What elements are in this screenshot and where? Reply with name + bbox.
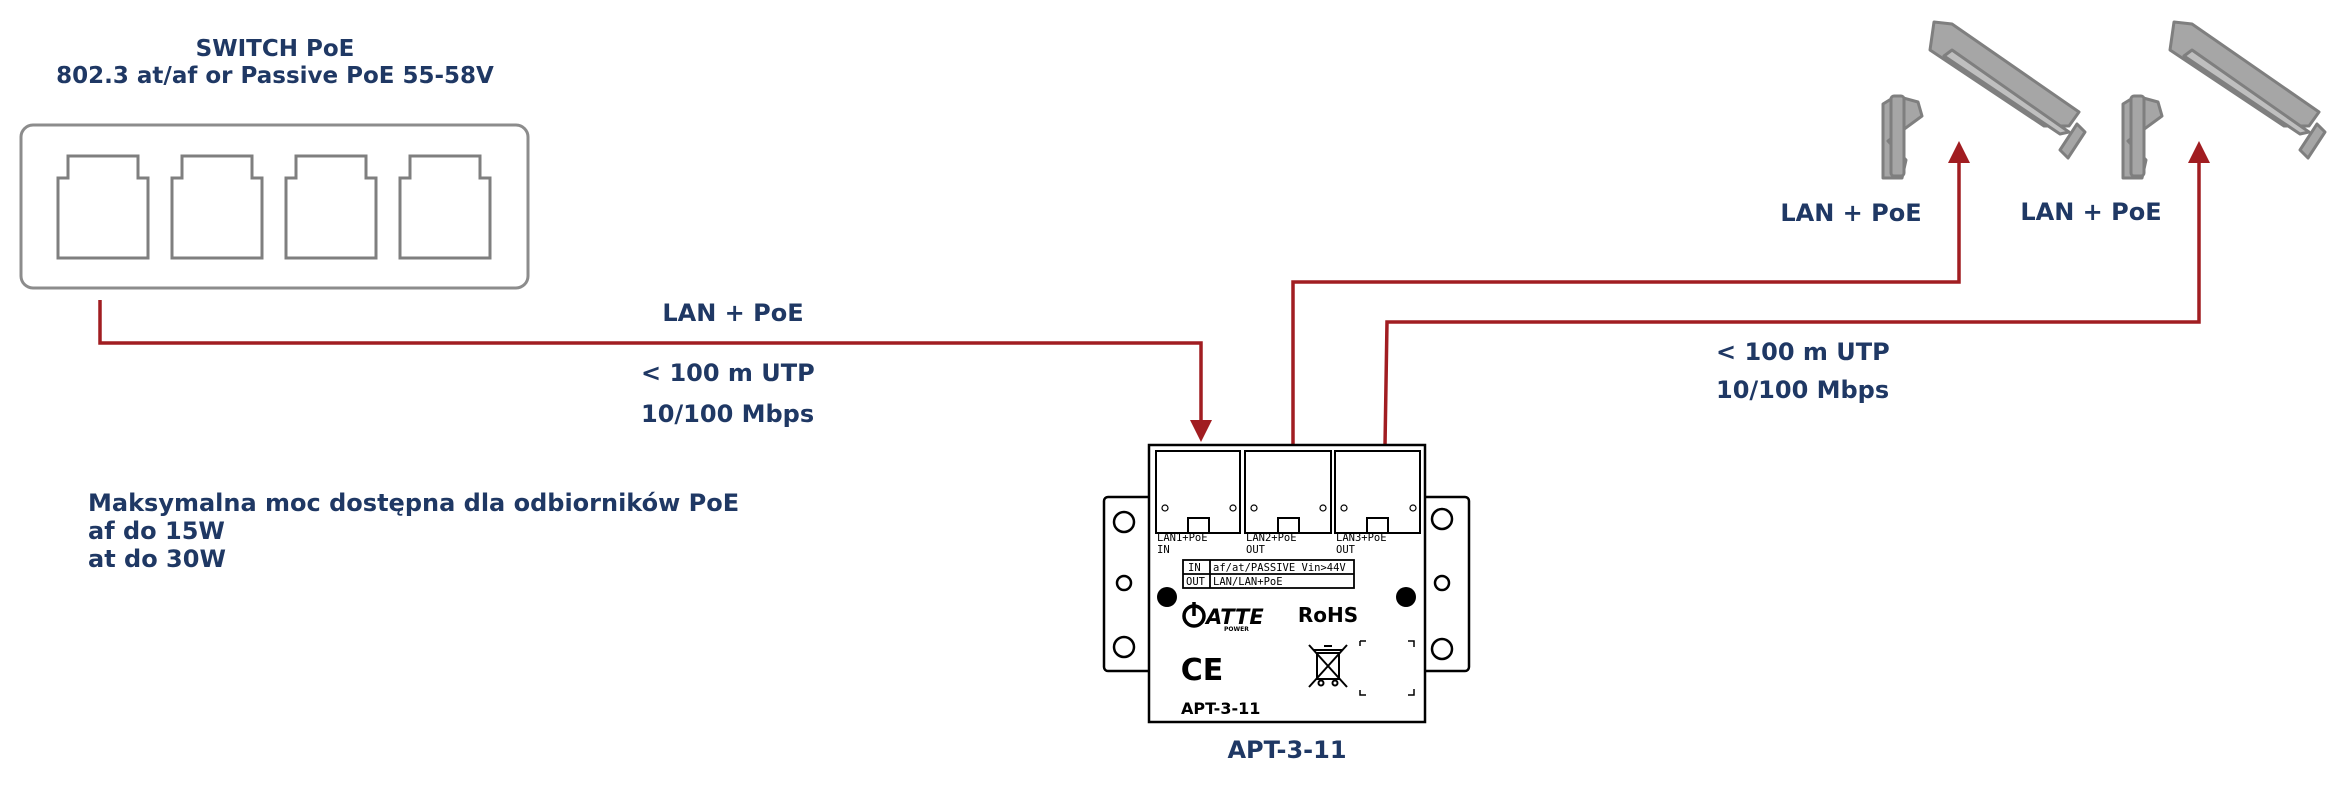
- link-out-distance: < 100 m UTP: [1716, 338, 1890, 366]
- switch-port-icon: [56, 154, 150, 260]
- screw-hole-icon: [1115, 574, 1133, 592]
- camera-1-label: LAN + PoE: [1780, 199, 1921, 227]
- power-note-line1: Maksymalna moc dostępna dla odbiorników …: [88, 489, 739, 517]
- power-note-line2: af do 15W: [88, 517, 225, 545]
- brand-sub: POWER: [1224, 626, 1249, 633]
- cable-injector-to-camera2: [1383, 155, 2201, 447]
- screw-hole-icon: [1112, 635, 1136, 659]
- spec-table: [1182, 559, 1355, 589]
- port-latch-icon: [1366, 517, 1389, 534]
- rohs-mark: RoHS: [1298, 603, 1358, 627]
- cable-injector-to-camera1: [1291, 155, 1961, 446]
- port-latch-icon: [1277, 517, 1300, 534]
- label-area-corners: [1359, 640, 1415, 696]
- weee-bin-icon: [1308, 644, 1348, 688]
- spec-table-value-in: af/at/PASSIVE Vin>44V: [1213, 562, 1346, 574]
- device-name: APT-3-11: [1227, 736, 1346, 764]
- switch-port-icon: [398, 154, 492, 260]
- port-latch-icon: [1187, 517, 1210, 534]
- mounting-dot-icon: [1396, 587, 1416, 607]
- cable-switch-to-injector: [98, 300, 1203, 428]
- screw-hole-icon: [1433, 574, 1451, 592]
- port-3-label: LAN3+PoE: [1336, 532, 1387, 544]
- port-2-label: LAN2+PoE: [1246, 532, 1297, 544]
- camera-icon: [1881, 20, 2087, 180]
- brand-name: ATTE: [1204, 605, 1264, 629]
- port-1-direction: IN: [1157, 544, 1170, 556]
- cable-arrowheads: [1190, 141, 2210, 442]
- camera-2-label: LAN + PoE: [2020, 198, 2161, 226]
- spec-table-key-out: OUT: [1186, 576, 1206, 588]
- switch-port-icon: [284, 154, 378, 260]
- spec-table-value-out: LAN/LAN+PoE: [1213, 576, 1283, 588]
- switch-title: SWITCH PoE: [196, 36, 355, 62]
- screw-hole-icon: [1430, 637, 1454, 661]
- port-1-label: LAN1+PoE: [1157, 532, 1208, 544]
- switch-subtitle: 802.3 at/af or Passive PoE 55-58V: [56, 63, 494, 89]
- link-in-speed: 10/100 Mbps: [641, 400, 814, 428]
- link-in-label: LAN + PoE: [662, 299, 803, 327]
- atte-logo: ATTE POWER: [1182, 602, 1264, 633]
- screw-hole-icon: [1430, 507, 1454, 531]
- injector-ports: [1155, 450, 1421, 534]
- cables: [98, 155, 2201, 447]
- port-2-direction: OUT: [1246, 544, 1266, 556]
- switch-device: [19, 123, 530, 290]
- camera-1: LAN + PoE: [1780, 20, 2087, 227]
- spec-table-key-in: IN: [1188, 562, 1201, 574]
- mounting-dot-icon: [1157, 587, 1177, 607]
- arrow-up-icon: [1948, 141, 1970, 163]
- link-in-distance: < 100 m UTP: [641, 359, 815, 387]
- screw-hole-icon: [1112, 510, 1136, 534]
- injector-device: LAN1+PoE IN LAN2+PoE OUT LAN3+PoE OUT IN…: [1102, 443, 1471, 724]
- link-out-speed: 10/100 Mbps: [1716, 376, 1889, 404]
- power-note-line3: at do 30W: [88, 545, 226, 573]
- camera-icon: [2121, 20, 2327, 180]
- port-3-direction: OUT: [1336, 544, 1356, 556]
- ce-mark: CE: [1181, 653, 1224, 688]
- arrow-up-icon: [2188, 141, 2210, 163]
- model-print: APT-3-11: [1181, 699, 1260, 718]
- switch-port-icon: [170, 154, 264, 260]
- arrow-down-icon: [1190, 420, 1212, 442]
- camera-2: LAN + PoE: [2020, 20, 2327, 226]
